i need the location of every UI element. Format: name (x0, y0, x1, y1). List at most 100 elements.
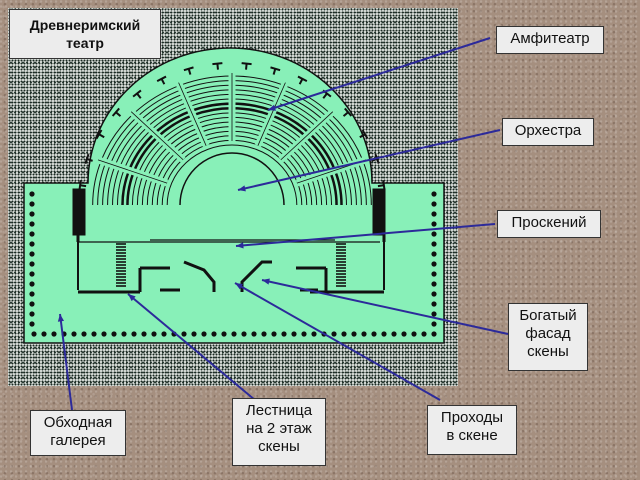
column-dot (421, 331, 427, 337)
column-dot (411, 331, 417, 337)
column-dot (331, 331, 337, 337)
column-dot (431, 251, 437, 257)
column-dot (431, 241, 437, 247)
vomitorium-mark (241, 62, 252, 70)
label-orchestra: Орхестра (502, 118, 594, 146)
column-dot (341, 331, 347, 337)
vomitorium-mark (359, 129, 369, 140)
vomitorium-mark (84, 153, 93, 164)
label-text: Проскений (511, 214, 587, 231)
pointer-passages (234, 282, 441, 401)
vomitorium-mark (183, 66, 194, 75)
aisle-edge (178, 82, 207, 146)
column-dot (141, 331, 147, 337)
column-dot (151, 331, 157, 337)
column-dot (29, 201, 35, 207)
column-dot (431, 311, 437, 317)
vomitorium-mark (132, 89, 142, 99)
column-dot (29, 241, 35, 247)
pointer-lines (59, 37, 509, 411)
label-text: на 2 этаж (246, 420, 312, 437)
column-dot (29, 271, 35, 277)
column-dot (211, 331, 217, 337)
cavea-seating (78, 62, 386, 206)
right-pylon (372, 188, 386, 236)
pointer-gallery (59, 313, 73, 411)
column-dot (101, 331, 107, 337)
column-dot (191, 331, 197, 337)
label-stairs: Лестница на 2 этаж скены (232, 398, 326, 466)
pointer-arrowheads (57, 104, 276, 322)
column-dot (71, 331, 77, 337)
pointer-amphitheater (267, 37, 491, 111)
title-line-2: театр (66, 35, 104, 51)
arrowhead (262, 278, 270, 285)
column-dot (431, 191, 437, 197)
diagram-title: Древнеримский театр (9, 9, 161, 59)
orchestra-area (179, 152, 285, 206)
royal-door-left (183, 260, 216, 292)
aisle-edge (130, 111, 184, 161)
column-dot (431, 331, 437, 337)
column-dot (271, 331, 277, 337)
label-text: в скене (446, 427, 498, 444)
column-dot (251, 331, 257, 337)
column-dot (81, 331, 87, 337)
column-dot (91, 331, 97, 337)
column-dot (29, 221, 35, 227)
column-dot (121, 331, 127, 337)
column-dot (161, 331, 167, 337)
column-dot (29, 211, 35, 217)
vomitorium-mark (156, 75, 167, 85)
label-text: Лестница (245, 402, 313, 419)
vomitorium-mark (212, 62, 223, 70)
column-dot (31, 331, 37, 337)
arrowhead (128, 294, 136, 302)
label-facade: Богатый фасад скены (508, 303, 588, 371)
arrowhead (268, 104, 276, 111)
vomitorium-mark (270, 66, 281, 75)
column-dot (361, 331, 367, 337)
column-dot (241, 331, 247, 337)
column-dot (301, 331, 307, 337)
arrowhead (236, 242, 244, 249)
column-dot (281, 331, 287, 337)
column-dot (371, 331, 377, 337)
aisle-edge (97, 159, 168, 184)
column-dot (29, 261, 35, 267)
column-dot (311, 331, 317, 337)
column-dot (431, 291, 437, 297)
column-dot (431, 211, 437, 217)
label-amphitheater: Амфитеатр (496, 26, 604, 54)
pointer-proscenium (235, 223, 496, 247)
column-dot (181, 331, 187, 337)
staircases (116, 243, 346, 287)
aisle-edge (280, 111, 334, 161)
column-dot (29, 281, 35, 287)
column-dot (29, 251, 35, 257)
column-dot (29, 321, 35, 327)
column-dot (431, 301, 437, 307)
vomitorium-mark (297, 75, 308, 85)
label-text: Амфитеатр (510, 30, 590, 47)
vomitorium-mark (95, 129, 105, 140)
label-text: Богатый (519, 307, 577, 324)
column-dot (431, 221, 437, 227)
vomitorium-mark (111, 107, 122, 117)
label-text: Проходы (440, 409, 504, 426)
arrowhead (57, 314, 65, 322)
column-dot (431, 201, 437, 207)
column-dot (381, 331, 387, 337)
label-text: Обходная (43, 414, 113, 431)
column-dot (29, 191, 35, 197)
label-text: скены (527, 343, 569, 360)
column-dot (201, 331, 207, 337)
label-proscenium: Проскений (497, 210, 601, 238)
column-dot (231, 331, 237, 337)
column-dot (29, 231, 35, 237)
arrowhead (235, 283, 243, 290)
column-dot (29, 291, 35, 297)
column-dot (221, 331, 227, 337)
column-dot (401, 331, 407, 337)
